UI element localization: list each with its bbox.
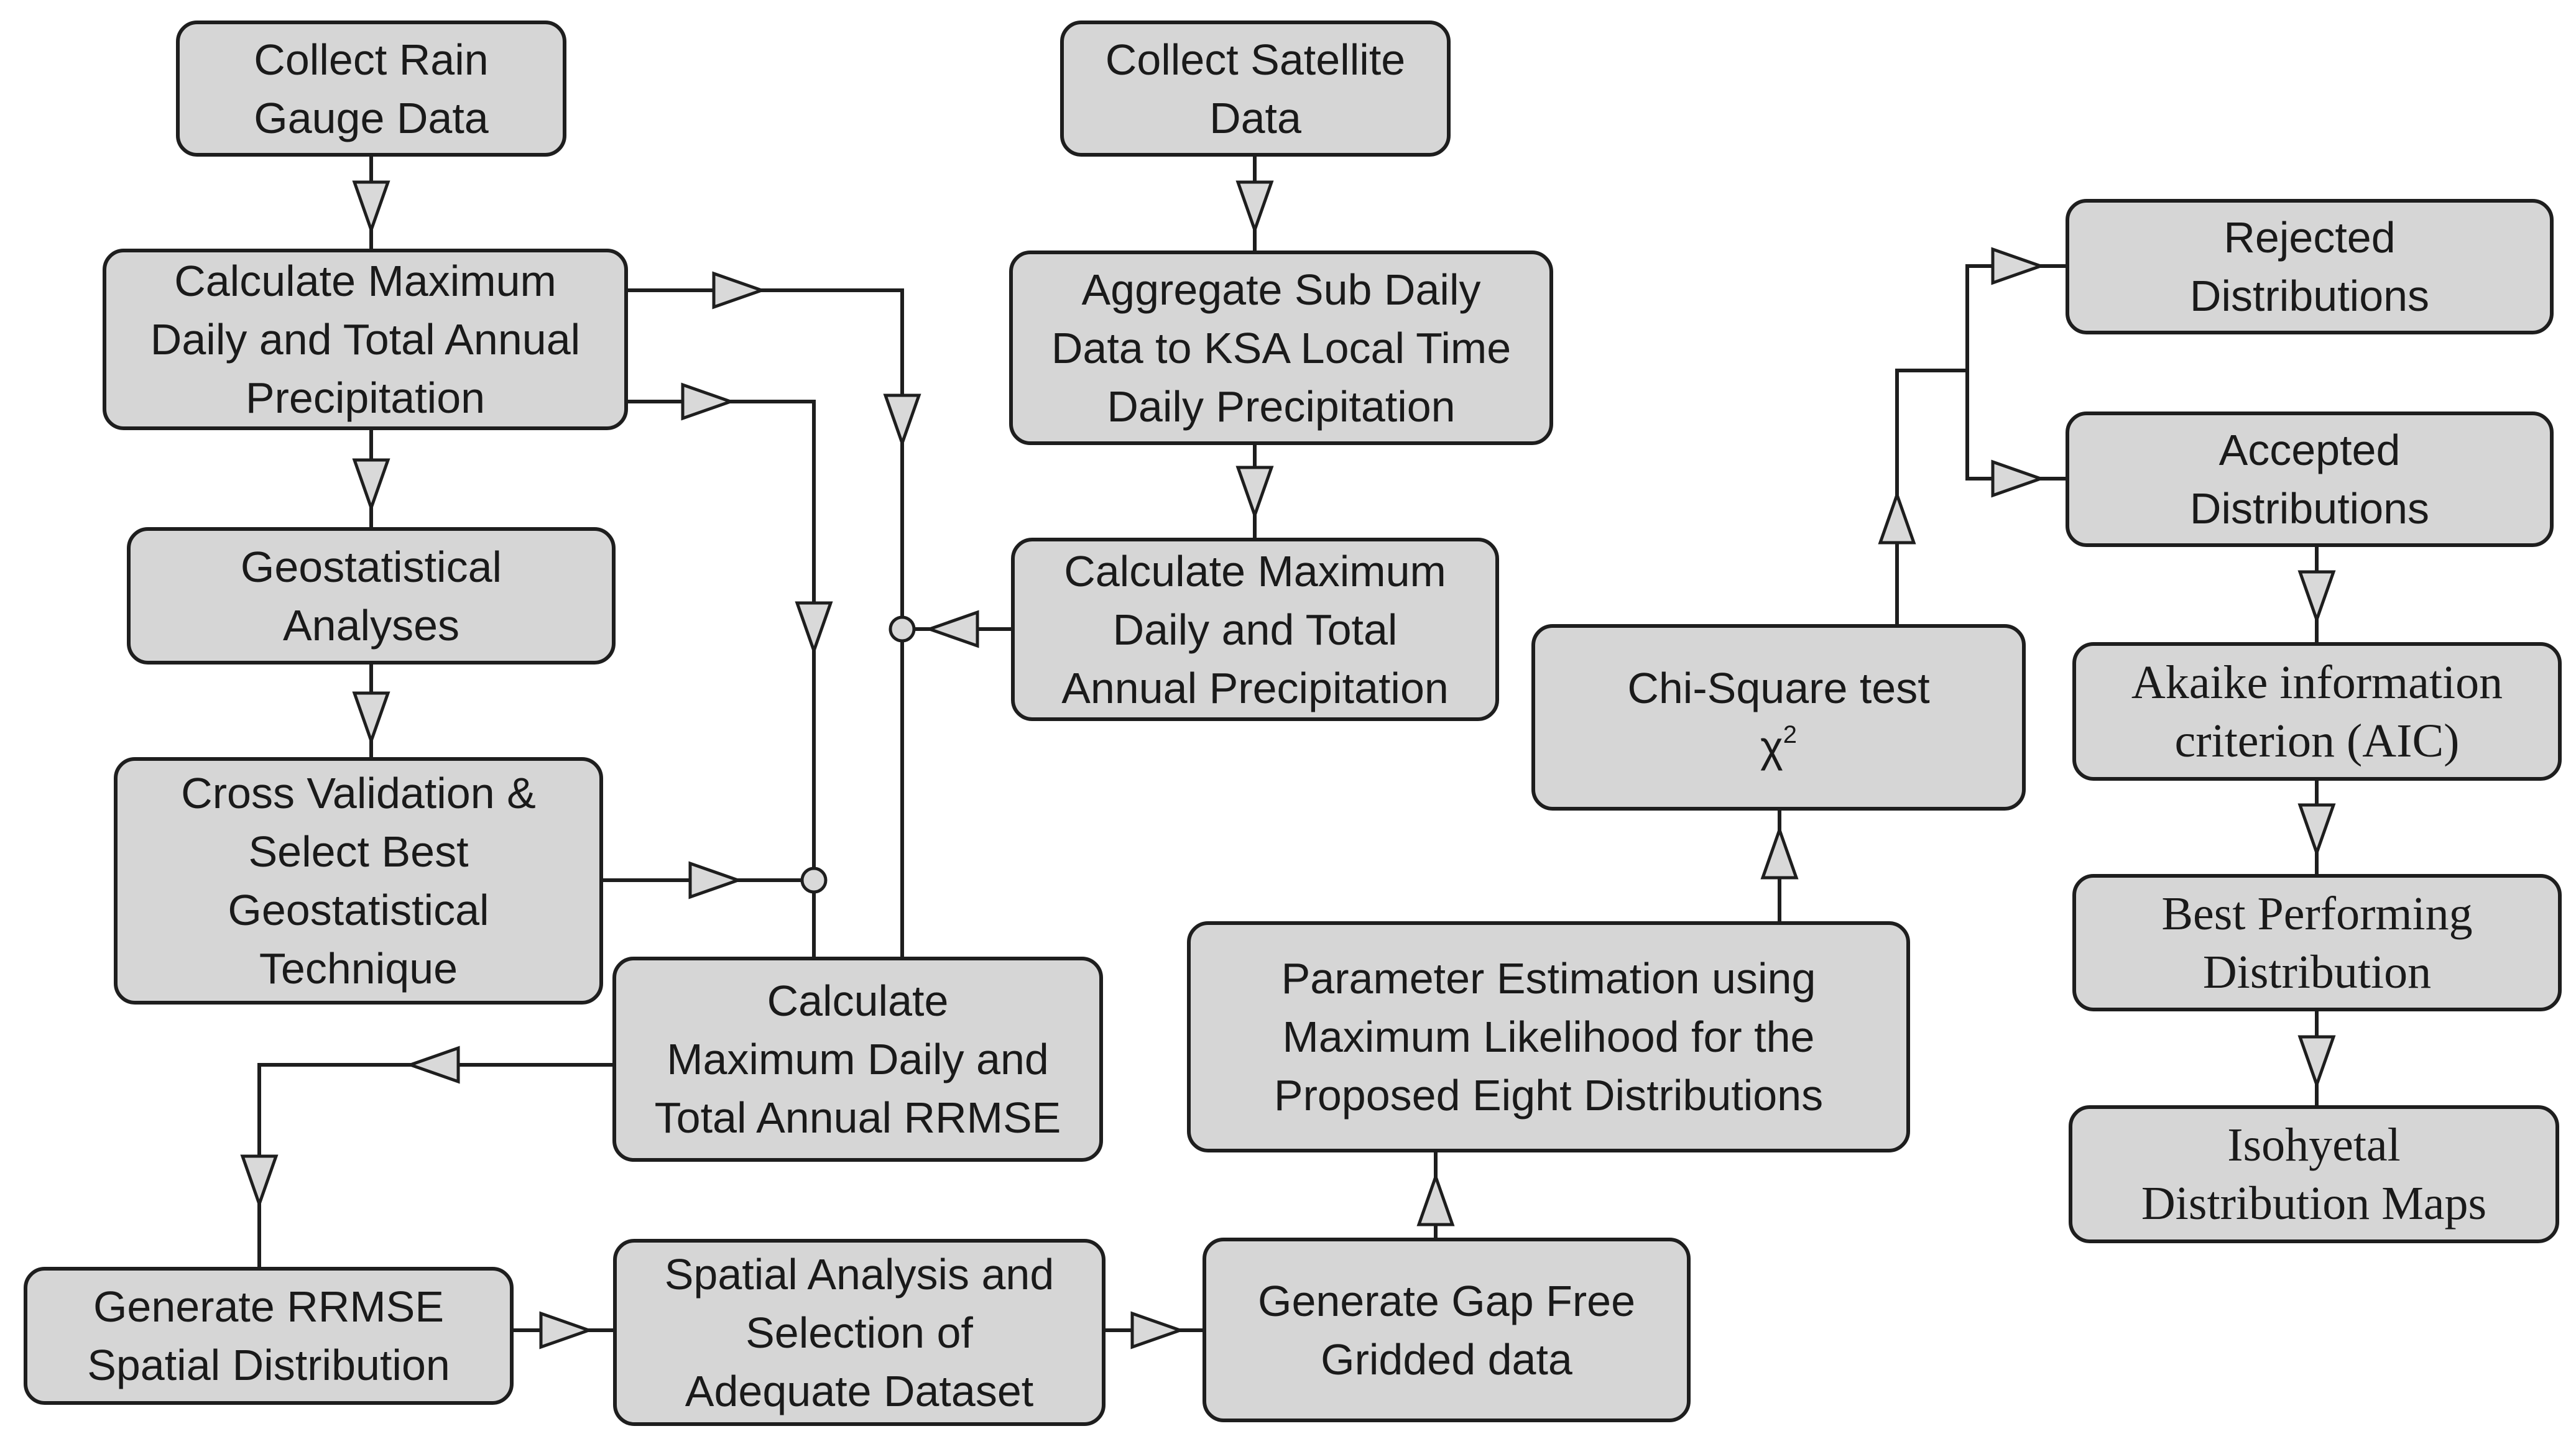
node-text-line: Selection of — [746, 1308, 973, 1357]
arrowhead-right — [688, 861, 743, 899]
arrowhead-down — [2297, 803, 2336, 858]
node-text-line: Data to KSA Local Time — [1051, 323, 1512, 372]
node-text-line: criterion (AIC) — [2174, 714, 2460, 767]
arrowhead-down — [883, 393, 921, 448]
node-text-line: Cross Validation & — [181, 769, 536, 817]
arrowhead-right — [1991, 459, 2046, 498]
node-text-line: Aggregate Sub Daily — [1081, 265, 1481, 314]
arrowhead-right — [712, 271, 767, 310]
arrowhead-down — [1235, 180, 1274, 235]
node-text-line: Geostatistical — [228, 886, 489, 934]
node-text-line: Accepted — [2218, 426, 2401, 474]
arrowhead-down — [240, 1154, 279, 1209]
node-text-line: Generate Gap Free — [1258, 1276, 1635, 1325]
node-text-line: Precipitation — [245, 374, 486, 422]
arrowhead-down — [2297, 570, 2336, 625]
node-collect-rain-gauge-data: Collect Rain Gauge Data — [176, 21, 566, 157]
chi-exponent: 2 — [1783, 721, 1797, 748]
node-text-line: Generate RRMSE — [93, 1282, 445, 1331]
arrowhead-down — [795, 601, 833, 656]
arrowhead-down — [1235, 466, 1274, 520]
node-text-line: Distribution Maps — [2141, 1177, 2487, 1230]
arrowhead-up — [1878, 490, 1916, 545]
arrowhead-down — [352, 691, 390, 746]
node-text-line: Akaike information — [2131, 656, 2503, 709]
node-cross-validation: Cross Validation & Select Best Geostatis… — [114, 757, 603, 1005]
node-text-line: Annual Precipitation — [1061, 663, 1449, 712]
node-collect-satellite-data: Collect Satellite Data — [1060, 21, 1451, 157]
connector-chi-branch — [1895, 264, 2069, 372]
node-calculate-gauge-precipitation: Calculate Maximum Daily and Total Annual… — [103, 249, 628, 430]
node-text-line: Daily and Total Annual — [150, 315, 581, 364]
node-text-line: Daily and Total — [1112, 605, 1398, 654]
junction-dot-satellite — [889, 615, 916, 643]
node-text-line: Best Performing — [2161, 887, 2473, 940]
node-text-line: Analyses — [282, 600, 460, 650]
node-text-line: Rejected — [2223, 213, 2396, 262]
node-accepted-distributions: Accepted Distributions — [2066, 412, 2554, 547]
node-parameter-estimation: Parameter Estimation using Maximum Likel… — [1187, 921, 1910, 1152]
node-chi-square-test: Chi-Square test χ2 — [1531, 624, 2026, 811]
connector-rrmse-to-spatial — [257, 1063, 616, 1270]
node-aggregate-sub-daily: Aggregate Sub Daily Data to KSA Local Ti… — [1009, 251, 1553, 445]
node-text-line: Collect Satellite — [1105, 35, 1406, 84]
arrowhead-right — [681, 382, 736, 421]
node-text-line: Collect Rain — [254, 35, 489, 84]
node-text-line: Geostatistical — [240, 542, 502, 591]
node-text-line: Chi-Square test — [1627, 664, 1930, 712]
connector-calc-branch-upper — [625, 288, 904, 959]
node-text-line: Distributions — [2189, 484, 2430, 533]
node-text-line: Calculate Maximum — [1064, 546, 1446, 596]
chi-symbol: χ — [1760, 722, 1783, 771]
node-spatial-analysis: Spatial Analysis and Selection of Adequa… — [613, 1239, 1106, 1426]
node-text-line: Maximum Likelihood for the — [1282, 1013, 1815, 1061]
arrowhead-down — [352, 458, 390, 513]
junction-dot-crossval — [800, 867, 828, 894]
connector-calc-branch-lower — [625, 400, 816, 957]
node-text-line: Maximum Daily and — [667, 1035, 1049, 1083]
node-text-line: Parameter Estimation using — [1281, 954, 1816, 1003]
arrowhead-up — [1760, 825, 1799, 880]
node-text-line: Data — [1209, 93, 1301, 142]
arrowhead-left — [405, 1046, 460, 1084]
node-isohyetal-distribution-maps: Isohyetal Distribution Maps — [2069, 1105, 2559, 1243]
node-text-line: Calculate — [767, 977, 949, 1025]
arrowhead-right — [1991, 247, 2046, 285]
node-text-line: Distribution — [2202, 945, 2432, 998]
node-calculate-satellite-precipitation: Calculate Maximum Daily and Total Annual… — [1011, 538, 1499, 721]
node-text-line: Isohyetal — [2227, 1119, 2401, 1171]
node-text-line: Proposed Eight Distributions — [1273, 1071, 1824, 1120]
node-text-line: Total Annual RRMSE — [654, 1093, 1061, 1142]
node-rejected-distributions: Rejected Distributions — [2066, 199, 2554, 334]
node-text-line: Calculate Maximum — [174, 257, 556, 305]
arrowhead-right — [1130, 1311, 1185, 1350]
node-text-line: Technique — [259, 944, 458, 993]
node-text-line: Daily Precipitation — [1107, 382, 1456, 431]
arrowhead-down — [2297, 1035, 2336, 1090]
node-best-performing-distribution: Best Performing Distribution — [2072, 874, 2562, 1011]
node-generate-rrmse-spatial: Generate RRMSE Spatial Distribution — [24, 1267, 514, 1405]
node-text-line: Spatial Analysis and — [664, 1249, 1055, 1299]
node-text-line: Adequate Dataset — [685, 1366, 1034, 1415]
node-text-line: Gridded data — [1321, 1335, 1572, 1384]
connector-chi-branch-lower — [1965, 369, 2069, 481]
node-text-line: Gauge Data — [254, 93, 489, 142]
node-text-line: χ2 — [1760, 717, 1797, 776]
node-text-line: Select Best — [248, 827, 469, 876]
node-text-line: Distributions — [2189, 272, 2430, 320]
arrowhead-up — [1416, 1172, 1455, 1226]
node-calculate-rrmse: Calculate Maximum Daily and Total Annual… — [612, 957, 1103, 1162]
arrowhead-left — [925, 610, 979, 648]
node-akaike-information-criterion: Akaike information criterion (AIC) — [2072, 642, 2562, 781]
node-generate-gap-free: Generate Gap Free Gridded data — [1203, 1238, 1691, 1422]
node-geostatistical-analyses: Geostatistical Analyses — [127, 527, 616, 665]
node-text-line: Spatial Distribution — [87, 1341, 450, 1389]
arrowhead-right — [539, 1311, 594, 1350]
arrowhead-down — [352, 180, 390, 235]
